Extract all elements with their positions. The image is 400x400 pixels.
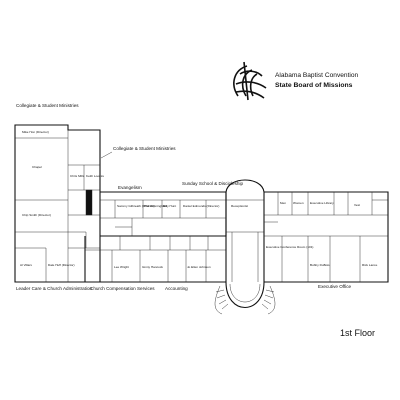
dept-collegiate-mid: Collegiate & Student Ministries xyxy=(113,146,176,151)
dept-collegiate-top: Collegiate & Student Ministries xyxy=(16,103,79,108)
logo xyxy=(233,61,267,101)
room-receptionist: Receptionist xyxy=(231,204,248,208)
room-daniel-edmonds: Daniel Edmonds (Director) xyxy=(183,204,219,208)
org-name: Alabama Baptist Convention xyxy=(275,72,359,79)
room-jo-ellen-johnson: Jo Ellen Johnson xyxy=(187,265,211,269)
dept-sunday-school: Sunday School & Discipleship xyxy=(182,181,243,186)
room-keith-loomis: Keith Loomis xyxy=(86,174,104,178)
globe-swirl-icon xyxy=(233,61,267,101)
room-billy-hunt: Billy Hunt xyxy=(163,204,176,208)
room-chris-mills: Chris Mills xyxy=(70,174,85,178)
floor-label: 1st Floor xyxy=(340,328,375,338)
room-exec-conference: Executive Conference Room (101) xyxy=(266,245,313,249)
board-name: State Board of Missions xyxy=(275,82,353,89)
room-chapel: Chapel xyxy=(32,165,42,169)
room-rick-lance: Rick Lance xyxy=(362,263,378,267)
room-men: Men xyxy=(280,201,286,205)
room-sammy-gilbreath: Sammy Gilbreath (Director) xyxy=(117,204,155,208)
dept-church-comp: Church Compensation Services xyxy=(90,286,155,291)
room-chip-smith: Chip Smith (Director) xyxy=(22,213,51,217)
room-al-villars: Al Villars xyxy=(20,263,32,267)
room-lee-wright: Lee Wright xyxy=(114,265,129,269)
dept-leader-care: Leader Care & Church Administration xyxy=(16,286,93,291)
room-phil-winningham: Phil Winningham xyxy=(144,204,168,208)
room-women: Women xyxy=(293,201,304,205)
room-mike-hon: Mike Hon (Director) xyxy=(22,130,49,134)
dept-executive-office: Executive Office xyxy=(318,284,352,289)
room-ginny-hancock: Ginny Hancock xyxy=(142,265,163,269)
room-bobby-dubois: Bobby DuBois xyxy=(310,263,330,267)
room-executive-library: Executive Library xyxy=(310,201,334,205)
dept-evangelism: Evangelism xyxy=(118,185,142,190)
dept-accounting: Accounting xyxy=(165,286,188,291)
room-dale-huff: Dale Huff (Director) xyxy=(48,263,75,267)
room-vest: Vest xyxy=(354,203,360,207)
